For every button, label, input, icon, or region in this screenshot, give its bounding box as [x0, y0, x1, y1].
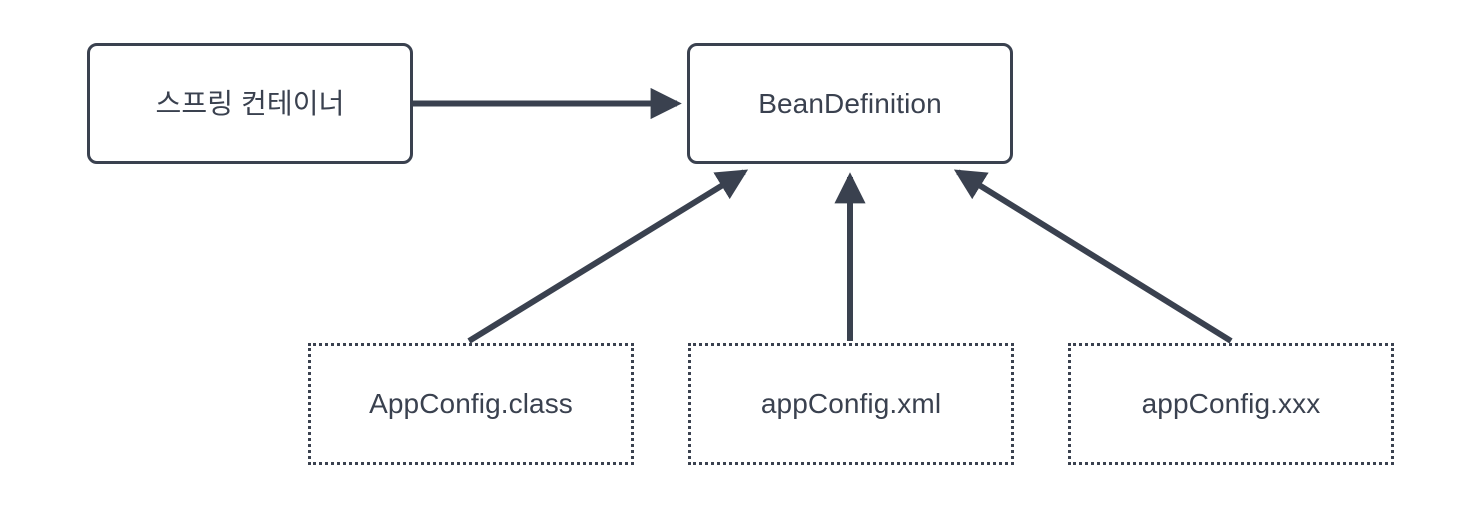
arrow-appconfigclass-to-beandefinition: [467, 169, 749, 344]
arrow-appconfigxxx-to-beandefinition: [953, 169, 1233, 344]
node-spring-container[interactable]: 스프링 컨테이너: [87, 43, 413, 164]
node-bean-definition[interactable]: BeanDefinition: [687, 43, 1013, 164]
node-appconfig-xml[interactable]: appConfig.xml: [688, 343, 1014, 465]
node-appconfig-xxx[interactable]: appConfig.xxx: [1068, 343, 1394, 465]
node-appconfig-xxx-label: appConfig.xxx: [1141, 388, 1321, 420]
node-spring-container-label: 스프링 컨테이너: [155, 87, 345, 119]
node-bean-definition-label: BeanDefinition: [758, 87, 942, 119]
node-appconfig-class[interactable]: AppConfig.class: [308, 343, 634, 465]
node-appconfig-xml-label: appConfig.xml: [760, 388, 942, 420]
node-appconfig-class-label: AppConfig.class: [369, 388, 573, 420]
